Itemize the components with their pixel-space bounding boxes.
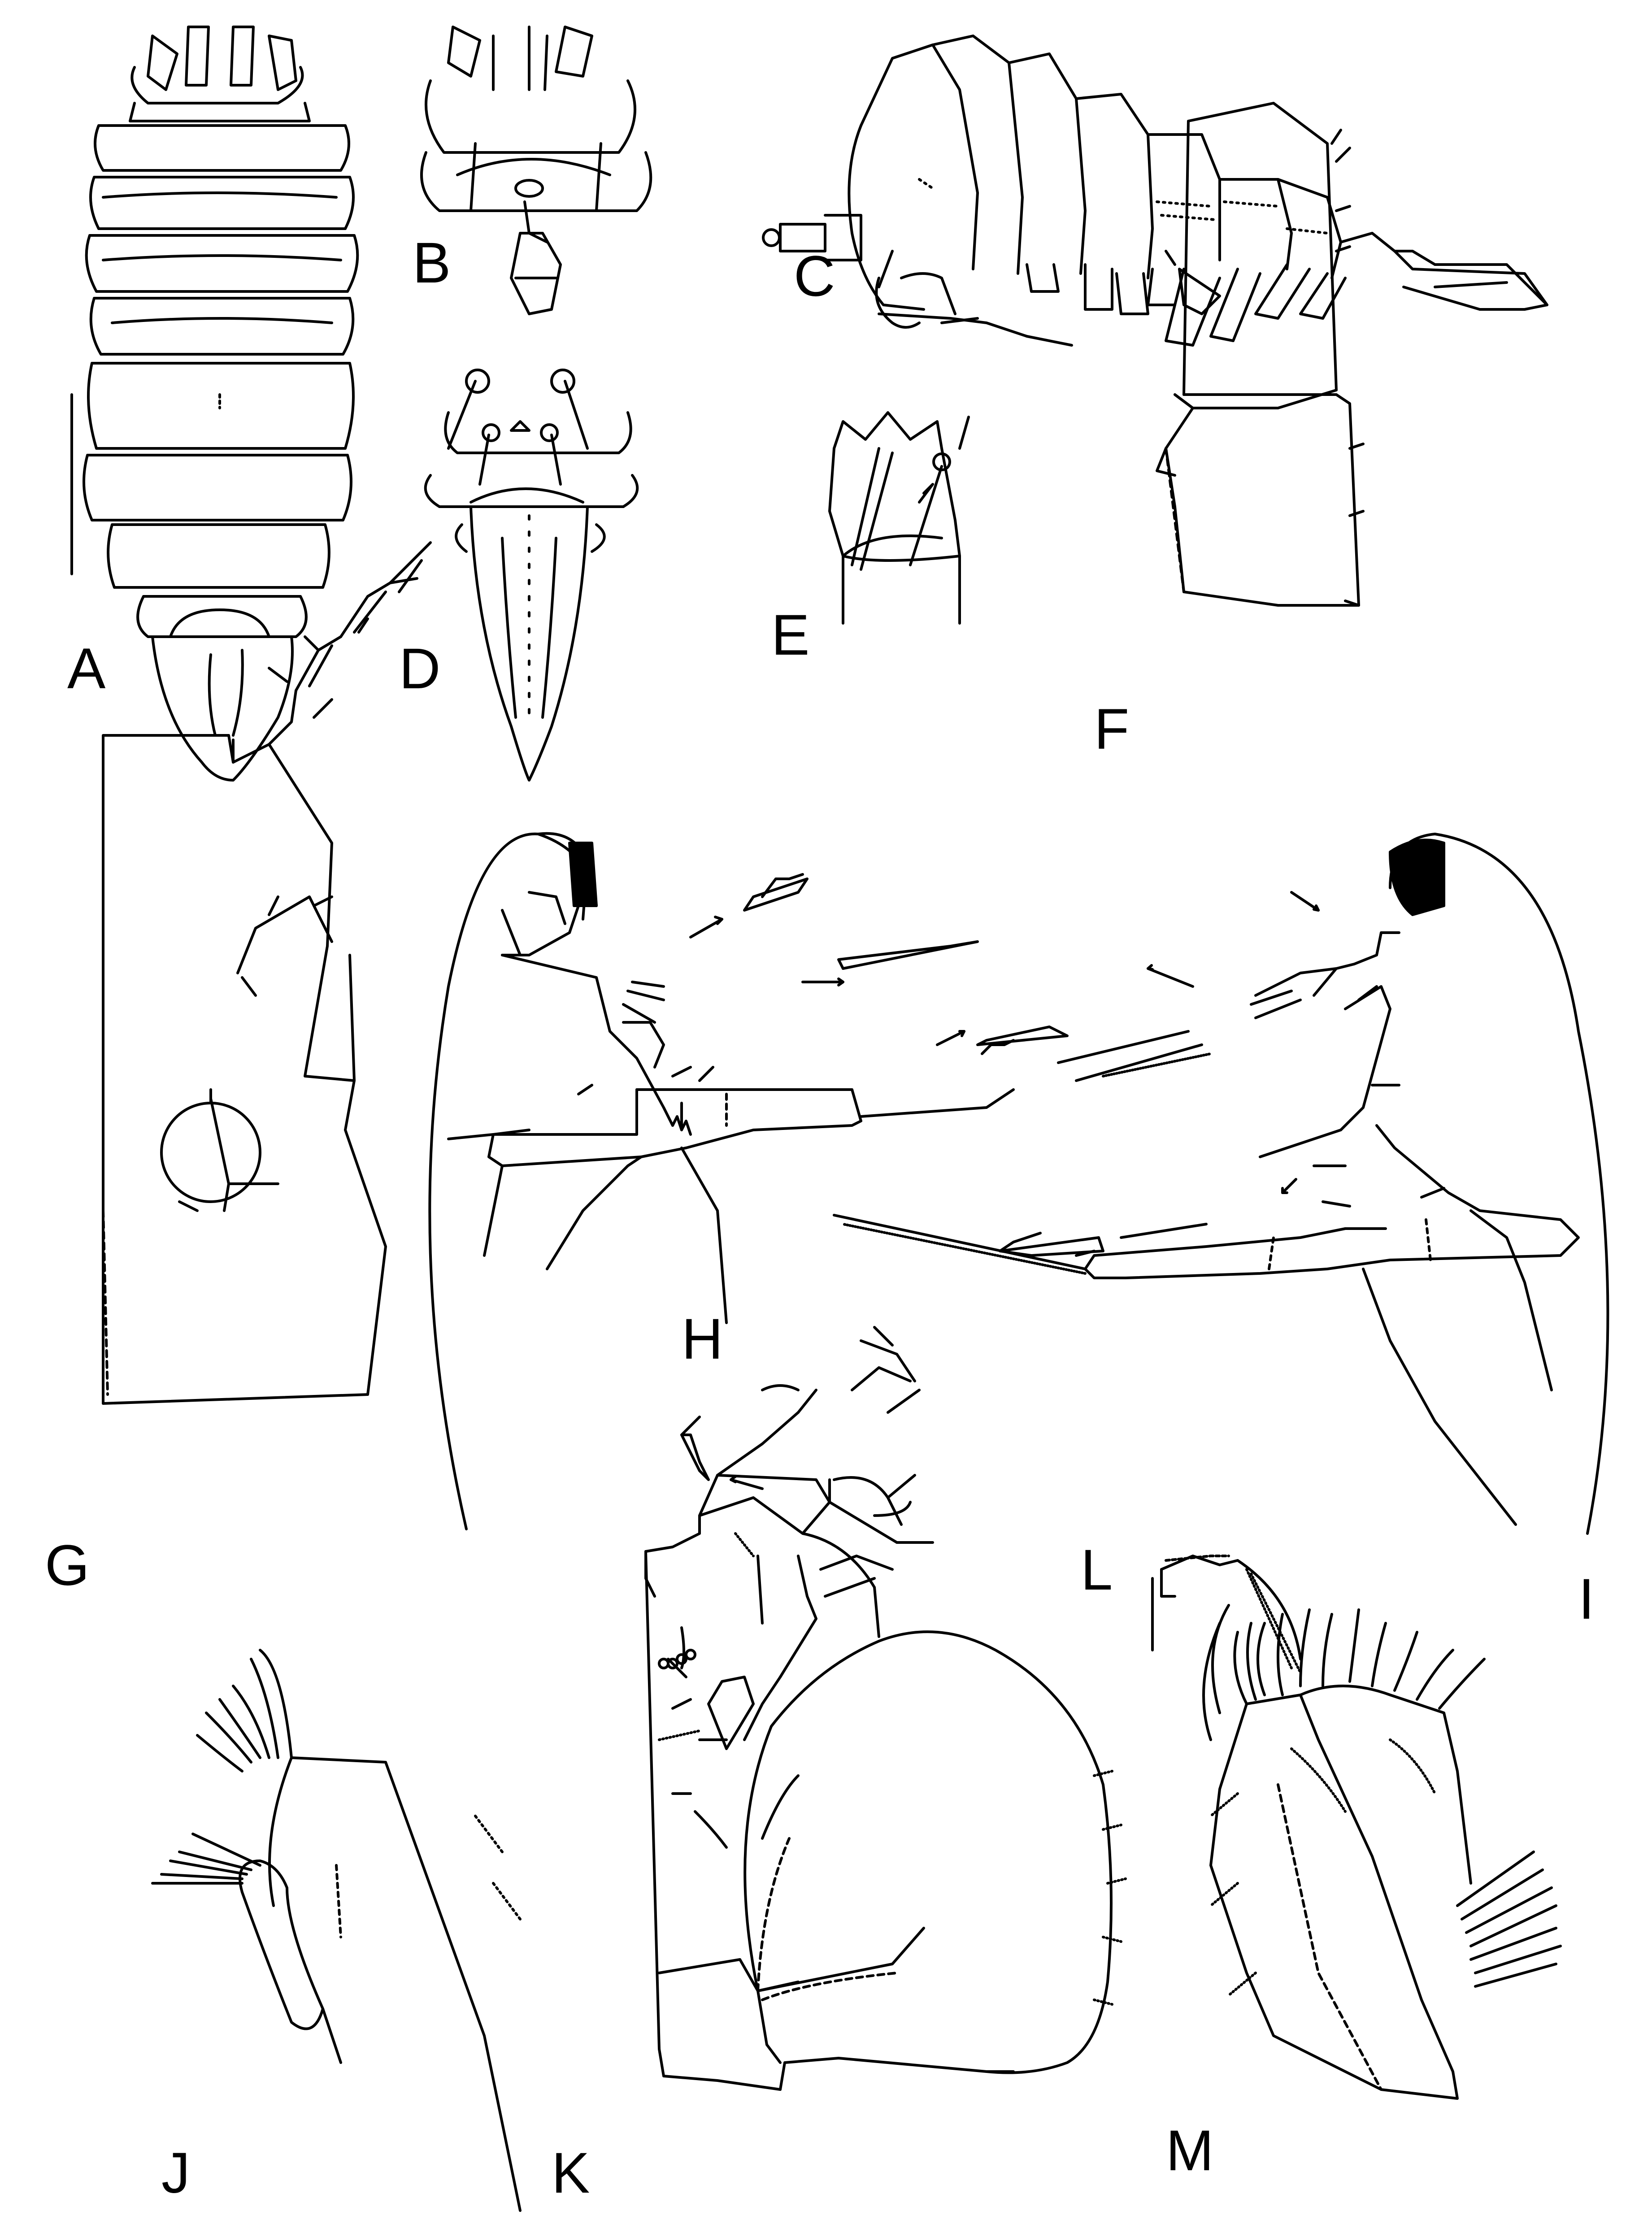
panel-f-coxal-plate [1157, 103, 1363, 605]
panel-k-maxilliped [646, 1327, 1126, 2090]
panel-e-detail [830, 413, 969, 623]
panel-d-ventral-pleon [426, 370, 638, 780]
panel-label-g: G [45, 1534, 90, 1598]
panel-b-ventral-head [422, 27, 651, 314]
panel-g-antennule [103, 543, 430, 1403]
panel-label-j: J [161, 2141, 190, 2205]
panel-i-right-mandible [834, 834, 1608, 1534]
panel-label-e: E [771, 603, 809, 667]
panel-label-f: F [1094, 697, 1129, 761]
panel-label-h: H [682, 1307, 723, 1371]
panel-l-endite-detail [1152, 1556, 1300, 1673]
panel-label-d: D [399, 637, 440, 701]
panel-label-l: L [1081, 1538, 1113, 1602]
panel-label-i: I [1578, 1567, 1595, 1631]
panel-m-maxilla [1204, 1605, 1561, 2098]
panel-label-k: K [552, 2141, 590, 2205]
panel-a-dorsal-view [72, 27, 357, 780]
panel-c-lateral-view [763, 36, 1547, 345]
panel-labels: A B C D E F G H I J K L M [45, 231, 1595, 2205]
panel-label-a: A [67, 637, 106, 701]
panel-label-b: B [413, 231, 451, 295]
panel-label-m: M [1166, 2119, 1214, 2183]
panel-h-left-mandible [430, 834, 1211, 1529]
panel-label-c: C [794, 244, 835, 308]
panel-j-maxillule [152, 1650, 520, 2211]
